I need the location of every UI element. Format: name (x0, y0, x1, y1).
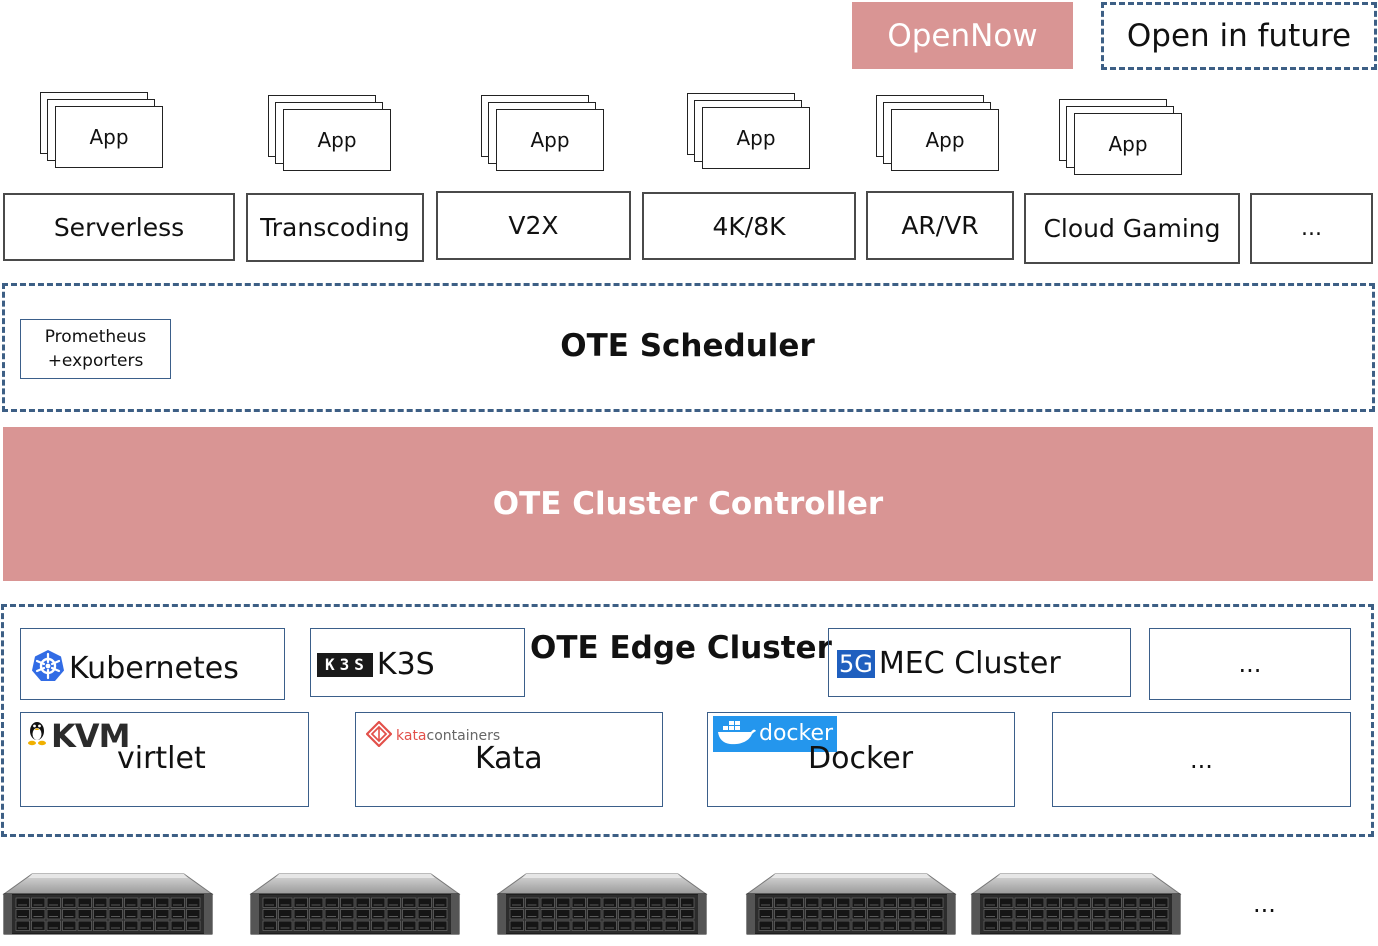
k3s-logo-icon: K3S (317, 652, 373, 677)
server-rack-icon (496, 873, 708, 935)
workload-4k8k: 4K/8K (642, 192, 856, 260)
kubernetes-icon (31, 649, 65, 687)
prometheus-label-line2: +exporters (47, 351, 144, 371)
docker-logo-text: docker (759, 721, 834, 746)
kata-logo-text-b: containers (426, 728, 501, 744)
app-stack-4: App (687, 93, 813, 169)
edge-cluster-title: OTE Edge Cluster (530, 630, 832, 666)
mec-label: MEC Cluster (878, 646, 1061, 681)
kata-box: katacontainers Kata (355, 712, 663, 807)
workload-serverless: Serverless (3, 193, 235, 261)
workload-label: Cloud Gaming (1043, 214, 1221, 243)
prometheus-label-line1: Prometheus (44, 327, 147, 347)
virtlet-box: KVM virtlet (20, 712, 309, 807)
ote-scheduler (2, 283, 1375, 412)
5g-logo-icon: 5G (837, 649, 875, 678)
kata-label: Kata (475, 741, 543, 776)
row2-more-label: ... (1190, 745, 1213, 774)
app-label: App (283, 109, 391, 171)
legend-open-now-label: OpenNow (887, 17, 1038, 54)
ote-cluster-controller: OTE Cluster Controller (3, 427, 1373, 581)
docker-box: docker Docker (707, 712, 1015, 807)
app-label: App (55, 106, 163, 168)
workload-label: Transcoding (260, 213, 410, 242)
workload-label: Serverless (53, 212, 185, 242)
row1-more-box: ... (1149, 628, 1351, 700)
app-stack-6: App (1059, 99, 1185, 175)
row1-more-label: ... (1238, 650, 1262, 678)
mec-cluster-box: 5G MEC Cluster (828, 628, 1131, 697)
app-stack-2: App (268, 95, 394, 171)
workload-v2x: V2X (436, 191, 631, 260)
app-label: App (891, 109, 999, 171)
workload-label: AR/VR (901, 211, 979, 240)
app-label: App (496, 109, 604, 171)
app-label: App (1074, 113, 1182, 175)
kubernetes-box: Kubernetes (20, 628, 285, 700)
legend-open-future-label: Open in future (1126, 18, 1352, 54)
server-rack-icon (970, 873, 1182, 935)
prometheus-box: Prometheus +exporters (20, 319, 171, 379)
app-stack-1: App (40, 92, 166, 168)
tux-icon (25, 719, 49, 753)
server-rack-icon (249, 873, 461, 935)
kata-logo-icon (365, 720, 393, 751)
workload-arvr: AR/VR (866, 191, 1014, 260)
app-label: App (702, 107, 810, 169)
workload-label: ... (1301, 216, 1322, 241)
server-rack-icon (745, 873, 957, 935)
workload-transcoding: Transcoding (246, 193, 424, 262)
workload-label: 4K/8K (712, 211, 786, 241)
controller-title: OTE Cluster Controller (492, 486, 884, 522)
ote-edge-cluster (1, 604, 1374, 837)
legend-open-now: OpenNow (852, 2, 1073, 69)
workload-label: V2X (508, 211, 559, 240)
server-rack-icon (2, 873, 214, 935)
app-stack-3: App (481, 95, 607, 171)
workload-cloud-gaming: Cloud Gaming (1024, 193, 1240, 264)
kata-logo-text-a: kata (396, 728, 427, 744)
k3s-box: K3S K3S (310, 628, 525, 697)
legend-open-future: Open in future (1101, 2, 1377, 70)
workload-more: ... (1250, 193, 1373, 264)
kvm-logo-icon: KVM (51, 717, 130, 755)
k3s-label: K3S (376, 647, 435, 682)
kubernetes-label: Kubernetes (69, 650, 239, 686)
row2-more-box: ... (1052, 712, 1351, 807)
servers-more-label: ... (1253, 890, 1276, 918)
app-stack-5: App (876, 95, 1002, 171)
docker-label: Docker (808, 741, 914, 776)
virtlet-label: virtlet (117, 741, 206, 776)
docker-whale-icon (717, 718, 757, 750)
scheduler-title: OTE Scheduler (560, 328, 815, 364)
